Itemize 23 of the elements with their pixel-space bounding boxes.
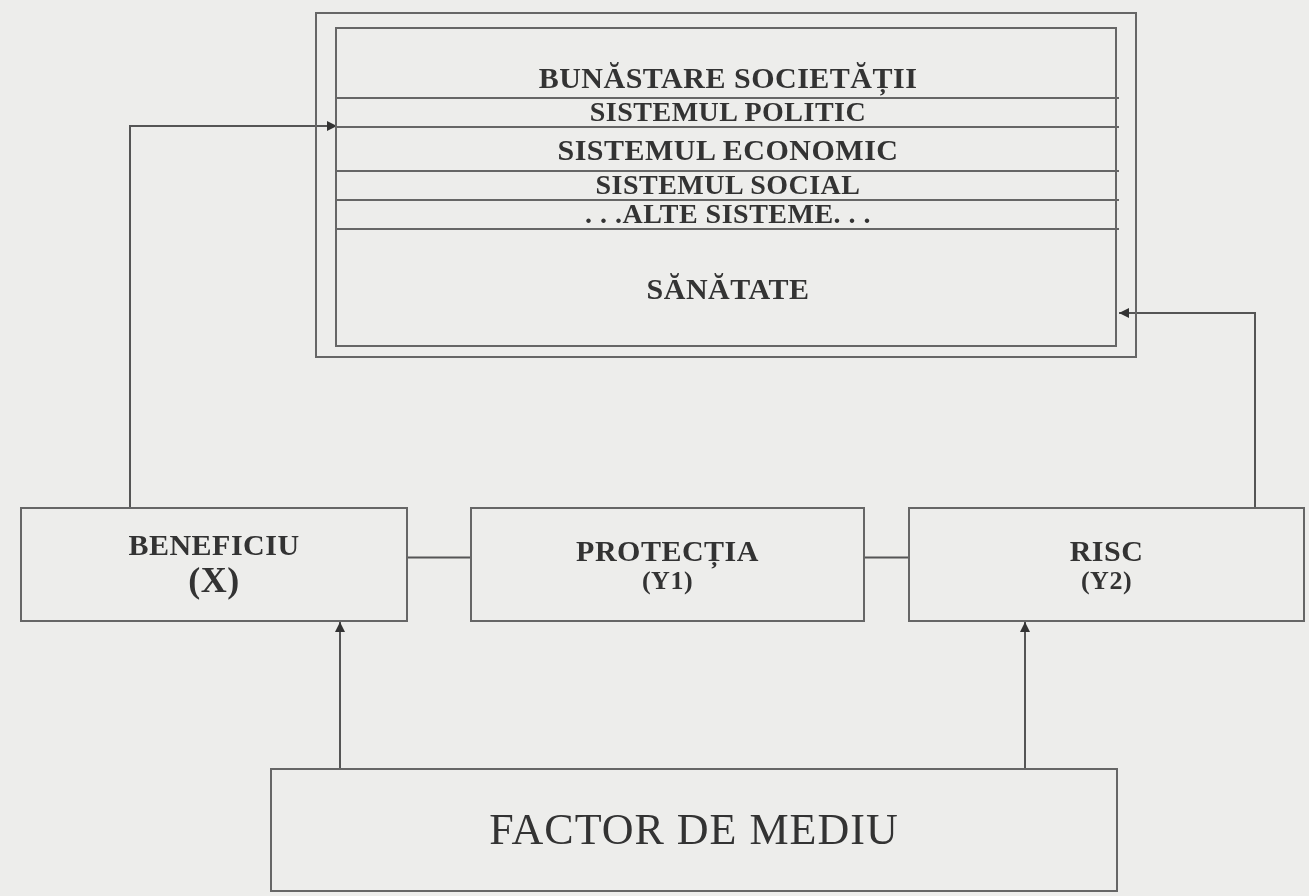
node-label: SISTEMUL POLITIC: [589, 97, 867, 128]
connector-line: [864, 556, 909, 559]
node-sublabel: (Y2): [1080, 566, 1133, 596]
node-label: BUNĂSTARE SOCIETĂȚII: [538, 61, 918, 94]
process-box: [470, 507, 865, 622]
node-label: . . .ALTE SISTEME. . .: [584, 199, 872, 230]
node-label: BENEFICIU: [128, 528, 300, 562]
arrow: [335, 621, 345, 769]
node-label: SĂNĂTATE: [646, 272, 810, 305]
node-label: RISC: [1069, 533, 1144, 567]
node-label: SISTEMUL SOCIAL: [595, 170, 861, 201]
node-sublabel: (X): [188, 561, 240, 601]
node-label: PROTECȚIA: [576, 533, 759, 567]
node-label: FACTOR DE MEDIU: [489, 805, 899, 855]
arrow: [1020, 621, 1030, 769]
arrow: [1118, 308, 1256, 508]
arrow: [129, 121, 338, 508]
connector-line: [407, 556, 471, 559]
process-box: [20, 507, 408, 622]
process-box: [908, 507, 1305, 622]
node-label: SISTEMUL ECONOMIC: [557, 132, 899, 166]
node-sublabel: (Y1): [641, 566, 694, 596]
process-box: [270, 768, 1118, 892]
